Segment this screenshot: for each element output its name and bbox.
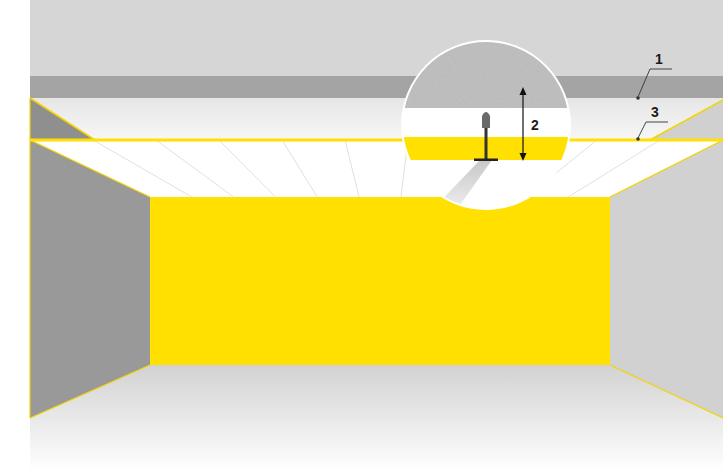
slab-texture: [400, 40, 572, 108]
leader-dot: [636, 96, 640, 100]
corner-edge: [30, 98, 95, 140]
arrowhead: [520, 153, 527, 161]
floor: [30, 365, 723, 471]
hanger-anchor: [482, 112, 490, 128]
perimeter-trim: [30, 139, 723, 142]
suspended-ceiling: [30, 140, 723, 197]
plenum-left-wall: [30, 98, 95, 140]
tile-joint: [345, 140, 359, 197]
t-bar: [474, 159, 498, 162]
magnifier-rim: [402, 41, 570, 209]
arrowhead: [520, 87, 527, 95]
back-wall: [150, 197, 610, 365]
tile-joint: [156, 140, 234, 197]
callout-number: 1: [655, 51, 663, 67]
slab-edge: [30, 76, 723, 98]
dimension-line: [522, 93, 523, 155]
leader-lines: [638, 69, 672, 138]
callout-number: 3: [651, 104, 659, 120]
corner-edge: [650, 100, 723, 140]
plenum-void: [30, 98, 723, 140]
tile-joint: [282, 140, 317, 197]
hanger-rod: [485, 125, 488, 159]
plenum-right-wall: [650, 100, 723, 140]
tile-joint: [219, 140, 275, 197]
tile-joints: [93, 140, 660, 197]
concrete-slab: [30, 0, 723, 76]
room-edges: [30, 98, 723, 418]
dimension-label: 2: [531, 117, 539, 133]
leader-dot: [636, 137, 640, 141]
detail-magnifier: [400, 40, 572, 212]
